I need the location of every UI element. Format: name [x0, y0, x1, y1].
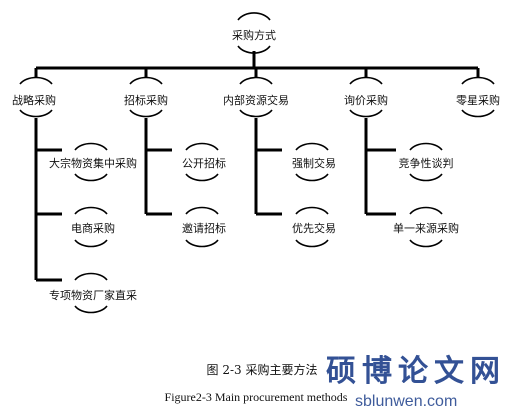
category-node-strategic: 战略采购	[12, 76, 56, 118]
category-label-strategic: 战略采购	[12, 93, 56, 107]
root-label: 采购方式	[232, 28, 276, 42]
category-node-tender: 招标采购	[124, 76, 168, 118]
arc-bottom	[349, 109, 383, 118]
leaf-label-bulk-purchase: 大宗物资集中采购	[49, 156, 137, 170]
arc-bottom	[185, 239, 219, 248]
watermark-url: sblunwen.com	[355, 393, 457, 410]
arc-bottom	[74, 239, 108, 248]
root-top-arc	[237, 12, 271, 21]
leaf-node-bulk-purchase: 大宗物资集中采购	[49, 142, 137, 182]
leaf-node-invited-tender: 邀请招标	[182, 206, 226, 248]
leaf-label-single-source: 单一来源采购	[393, 221, 459, 235]
figure-caption-chinese: 图 2-3 采购主要方法	[207, 362, 318, 377]
category-node-internal: 内部资源交易	[223, 76, 289, 118]
arc-top	[74, 142, 108, 151]
arc-top	[461, 76, 495, 85]
arc-top	[74, 206, 108, 215]
category-node-inquiry: 询价采购	[344, 76, 388, 118]
leaf-node-direct-sourcing: 专项物资厂家直采	[49, 272, 137, 314]
leaf-node-mandatory-trade: 强制交易	[292, 142, 336, 182]
arc-bottom	[129, 109, 163, 118]
leaf-node-open-tender: 公开招标	[182, 142, 226, 182]
leaf-label-competitive-negotiation: 竞争性谈判	[399, 156, 454, 170]
leaf-node-single-source: 单一来源采购	[393, 206, 459, 248]
arc-top	[295, 142, 329, 151]
arc-top	[409, 142, 443, 151]
arc-bottom	[185, 173, 219, 182]
category-label-internal: 内部资源交易	[223, 93, 289, 107]
figure-caption-english: Figure2-3 Main procurement methods	[165, 390, 348, 404]
leaf-label-priority-trade: 优先交易	[292, 221, 336, 235]
category-label-tender: 招标采购	[124, 93, 168, 107]
leaf-label-invited-tender: 邀请招标	[182, 221, 226, 235]
arc-bottom	[409, 239, 443, 248]
arc-top	[295, 206, 329, 215]
leaf-label-ecommerce: 电商采购	[71, 221, 115, 235]
arc-top	[19, 76, 53, 85]
leaf-label-open-tender: 公开招标	[182, 156, 226, 170]
leaf-label-mandatory-trade: 强制交易	[292, 156, 336, 170]
arc-bottom	[74, 173, 108, 182]
arc-top	[239, 76, 273, 85]
arc-bottom	[295, 173, 329, 182]
arc-bottom	[19, 109, 53, 118]
arc-bottom	[74, 305, 108, 314]
arc-bottom	[409, 173, 443, 182]
arc-top	[185, 206, 219, 215]
arc-bottom	[461, 109, 495, 118]
category-label-inquiry: 询价采购	[344, 93, 388, 107]
arc-bottom	[239, 109, 273, 118]
arc-bottom	[295, 239, 329, 248]
root-node: 采购方式	[232, 12, 276, 54]
arc-top	[74, 272, 108, 281]
arc-top	[409, 206, 443, 215]
leaf-node-ecommerce: 电商采购	[71, 206, 115, 248]
arc-top	[349, 76, 383, 85]
arc-top	[185, 142, 219, 151]
category-label-sporadic: 零星采购	[456, 93, 500, 107]
category-node-sporadic: 零星采购	[456, 76, 500, 118]
leaf-node-priority-trade: 优先交易	[292, 206, 336, 248]
arc-top	[129, 76, 163, 85]
leaf-node-competitive-negotiation: 竞争性谈判	[399, 142, 454, 182]
watermark-chinese: 硕博论文网	[326, 354, 506, 389]
leaf-label-direct-sourcing: 专项物资厂家直采	[49, 288, 137, 302]
